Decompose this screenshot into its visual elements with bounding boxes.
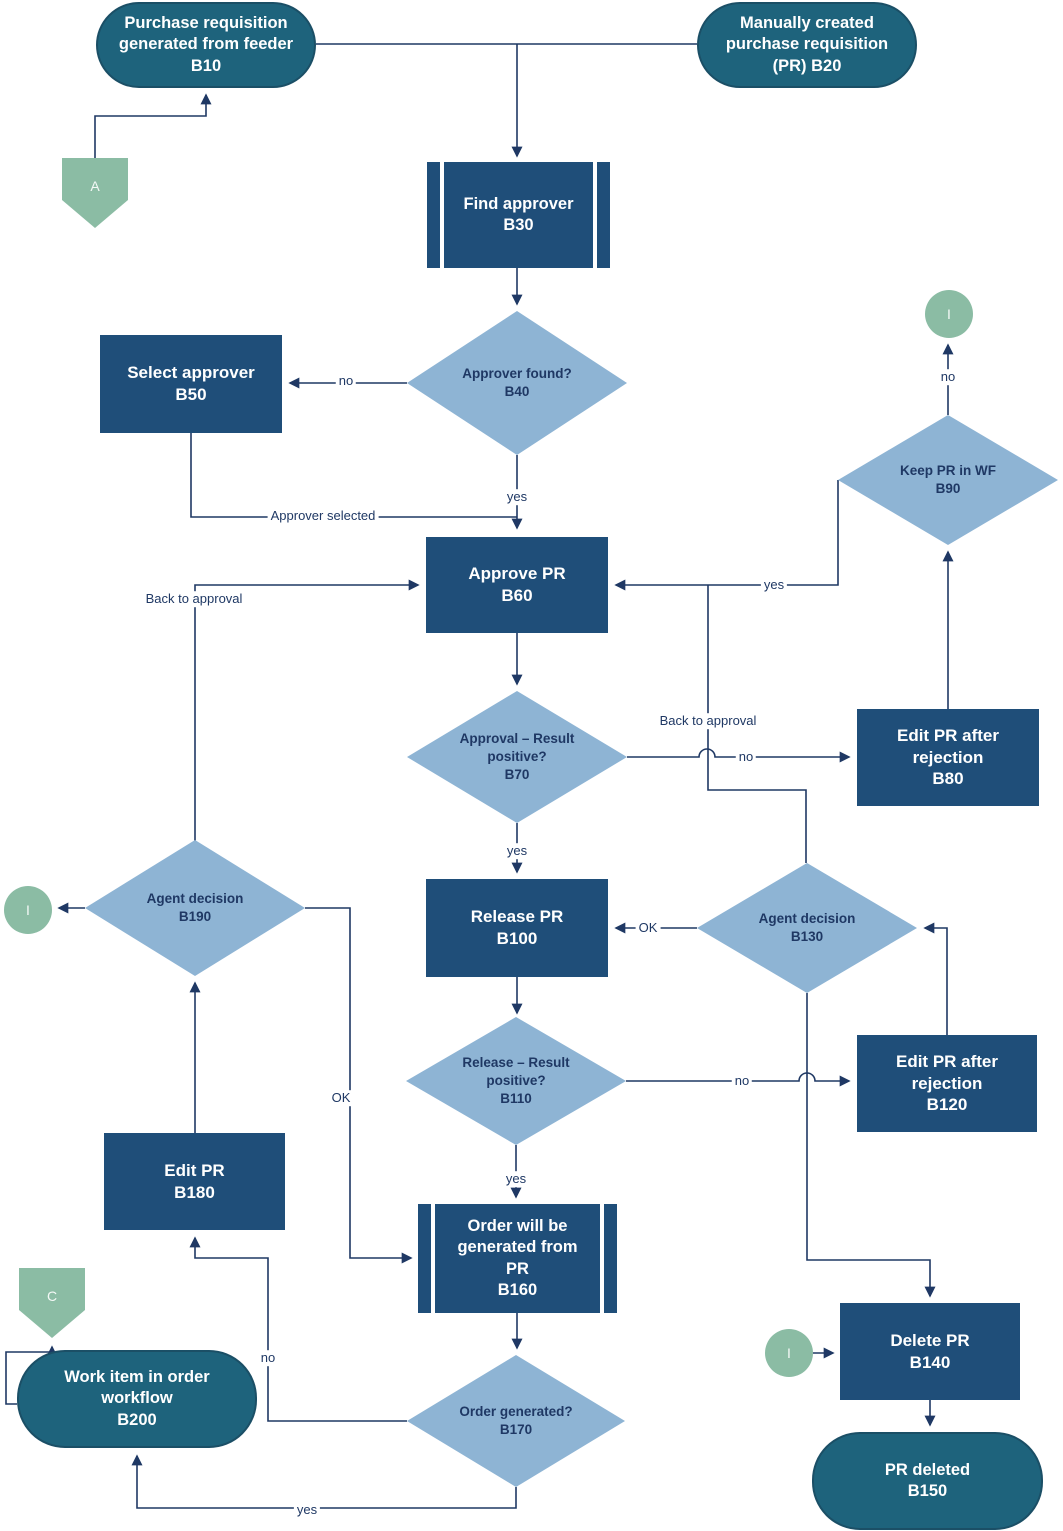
edge-b190-back-to-approval: [194, 579, 420, 841]
decision-b70-label: Approval – Result positive? B70: [459, 730, 575, 783]
process-b120-label: Edit PR after rejection B120: [895, 1051, 999, 1115]
edge-label-b170-yes: yes: [293, 1502, 321, 1518]
process-b80: Edit PR after rejection B80: [857, 709, 1039, 806]
edge-b90-yes-b60: [614, 480, 839, 591]
process-b50: Select approver B50: [100, 335, 282, 433]
offpage-connector-c-label: C: [46, 1288, 58, 1304]
start-b10-label: Purchase requisition generated from feed…: [118, 13, 294, 75]
offpage-connector-a-label: A: [90, 178, 100, 194]
offpage-connector-c: C: [19, 1268, 85, 1338]
edge-label-b190-ok: OK: [328, 1090, 354, 1106]
decision-b130: Agent decision B130: [697, 863, 917, 993]
edge-b170-yes-b200: [131, 1454, 517, 1509]
edge-label-b70-no: no: [735, 749, 757, 765]
subprocess-bar: [440, 162, 444, 268]
process-b100: Release PR B100: [426, 879, 608, 977]
decision-b190: Agent decision B190: [85, 840, 305, 976]
connector-i-left-label: I: [26, 902, 30, 918]
edge-label-b90-yes: yes: [760, 577, 788, 593]
edge-label-b40-yes: yes: [503, 489, 531, 505]
subprocess-bar: [600, 1204, 604, 1313]
subprocess-bar: [431, 1204, 435, 1313]
process-b100-label: Release PR B100: [470, 907, 564, 948]
connector-i-bottom: I: [765, 1329, 813, 1377]
edge-label-back-to-approval-left: Back to approval: [142, 591, 246, 607]
edge-label-b130-ok: OK: [635, 920, 661, 936]
process-b180-label: Edit PR B180: [164, 1160, 225, 1202]
offpage-connector-a: A: [62, 158, 128, 228]
terminator-b150: PR deleted B150: [812, 1432, 1043, 1530]
terminator-b150-label: PR deleted B150: [884, 1460, 971, 1500]
connector-i-top: I: [925, 290, 973, 338]
process-b60-label: Approve PR B60: [468, 564, 566, 605]
process-b180: Edit PR B180: [104, 1133, 285, 1230]
start-b10: Purchase requisition generated from feed…: [96, 2, 316, 88]
decision-b130-label: Agent decision B130: [758, 910, 856, 944]
decision-b190-label: Agent decision B190: [146, 890, 244, 924]
edge-a-to-b10: [94, 93, 212, 158]
connector-i-bottom-label: I: [787, 1345, 791, 1361]
process-b60: Approve PR B60: [426, 537, 608, 633]
decision-b40-label: Approver found? B40: [462, 365, 572, 399]
edge-label-b70-yes: yes: [503, 843, 531, 859]
start-b20: Manually created purchase requisition (P…: [697, 2, 917, 88]
process-b120: Edit PR after rejection B120: [857, 1035, 1037, 1132]
subprocess-b30-label: Find approver B30: [463, 194, 574, 234]
edge-b120-b130: [923, 922, 948, 1035]
subprocess-bar: [593, 162, 597, 268]
decision-b70: Approval – Result positive? B70: [407, 691, 627, 823]
process-b50-label: Select approver B50: [127, 363, 255, 404]
start-b20-label: Manually created purchase requisition (P…: [725, 13, 889, 75]
terminator-b200-label: Work item in order workflow B200: [64, 1367, 210, 1429]
process-b80-label: Edit PR after rejection B80: [896, 725, 1000, 789]
decision-b90-label: Keep PR in WF B90: [899, 462, 996, 496]
connector-i-left: I: [4, 886, 52, 934]
subprocess-b160-label: Order will be generated from PR B160: [457, 1216, 578, 1299]
connector-i-top-label: I: [947, 306, 951, 322]
terminator-b200: Work item in order workflow B200: [17, 1350, 257, 1448]
decision-b110: Release – Result positive? B110: [406, 1017, 626, 1145]
decision-b170-label: Order generated? B170: [459, 1403, 573, 1437]
subprocess-b30: Find approver B30: [427, 162, 610, 268]
edge-label-b170-no: no: [257, 1350, 279, 1366]
decision-b170: Order generated? B170: [407, 1355, 625, 1487]
edge-label-back-to-approval-right: Back to approval: [656, 713, 760, 729]
decision-b110-label: Release – Result positive? B110: [462, 1054, 570, 1107]
edge-label-b90-no: no: [937, 369, 959, 385]
subprocess-b160: Order will be generated from PR B160: [418, 1204, 617, 1313]
edge-b50-approver-selected: [190, 433, 517, 518]
edge-label-b110-yes: yes: [502, 1171, 530, 1187]
decision-b90: Keep PR in WF B90: [838, 415, 1058, 545]
process-b140: Delete PR B140: [840, 1303, 1020, 1400]
process-b140-label: Delete PR B140: [890, 1330, 970, 1372]
edge-label-b40-no: no: [335, 373, 357, 389]
edge-label-b110-no: no: [731, 1073, 753, 1089]
edge-label-approver-selected: Approver selected: [267, 508, 379, 524]
edge-b190-ok-b160: [305, 907, 413, 1264]
decision-b40: Approver found? B40: [407, 311, 627, 455]
